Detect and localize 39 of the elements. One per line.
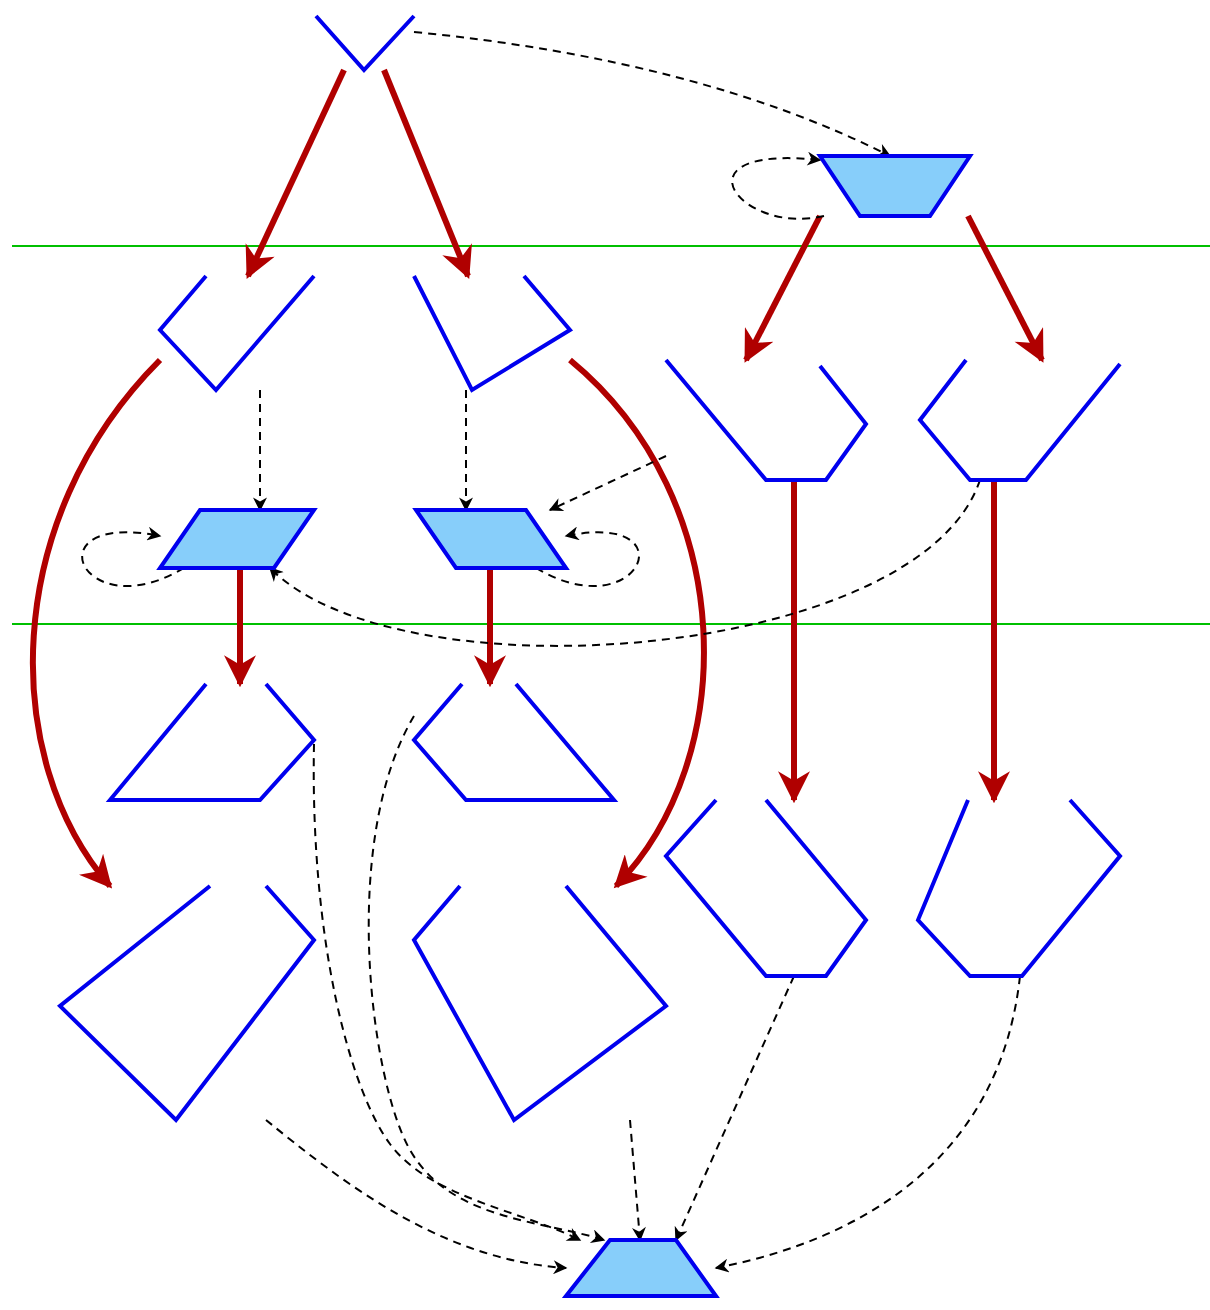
arrow [978, 480, 1010, 804]
open-outline-shape [414, 886, 666, 1120]
arrow [265, 1119, 568, 1274]
parallelogram-shape [160, 510, 314, 568]
arrow [474, 568, 506, 688]
arrow [381, 68, 472, 279]
arrow [253, 389, 267, 512]
arrow [459, 389, 473, 512]
arrow [224, 568, 256, 688]
arrow [743, 214, 823, 363]
arrow [674, 975, 795, 1242]
trapezoid-shape [820, 156, 970, 216]
arrow [245, 68, 347, 279]
open-outline-shape [666, 360, 866, 480]
open-outline-shape [110, 684, 314, 800]
trapezoid-shape [566, 1240, 716, 1296]
open-outline-shape [316, 16, 414, 70]
arrow [629, 1119, 646, 1242]
arrow [413, 31, 892, 157]
arrow [714, 975, 1021, 1273]
arrow [312, 743, 582, 1242]
arrow [731, 152, 825, 220]
open-outline-shape [160, 276, 314, 390]
arrow [778, 480, 810, 804]
arrow [535, 527, 641, 587]
open-outline-shape [666, 800, 866, 976]
arrow [30, 358, 163, 889]
arrow [965, 214, 1045, 363]
arrow [81, 527, 185, 587]
open-outline-shape [920, 360, 1120, 480]
open-outline-shape [918, 800, 1120, 976]
arrow [567, 357, 707, 889]
open-outline-shape [60, 886, 314, 1120]
arrow [367, 715, 606, 1244]
arrow [268, 479, 981, 647]
open-outline-shape [414, 276, 570, 390]
arrow [548, 455, 667, 512]
open-outline-shape [414, 684, 614, 800]
parallelogram-shape [416, 510, 566, 568]
